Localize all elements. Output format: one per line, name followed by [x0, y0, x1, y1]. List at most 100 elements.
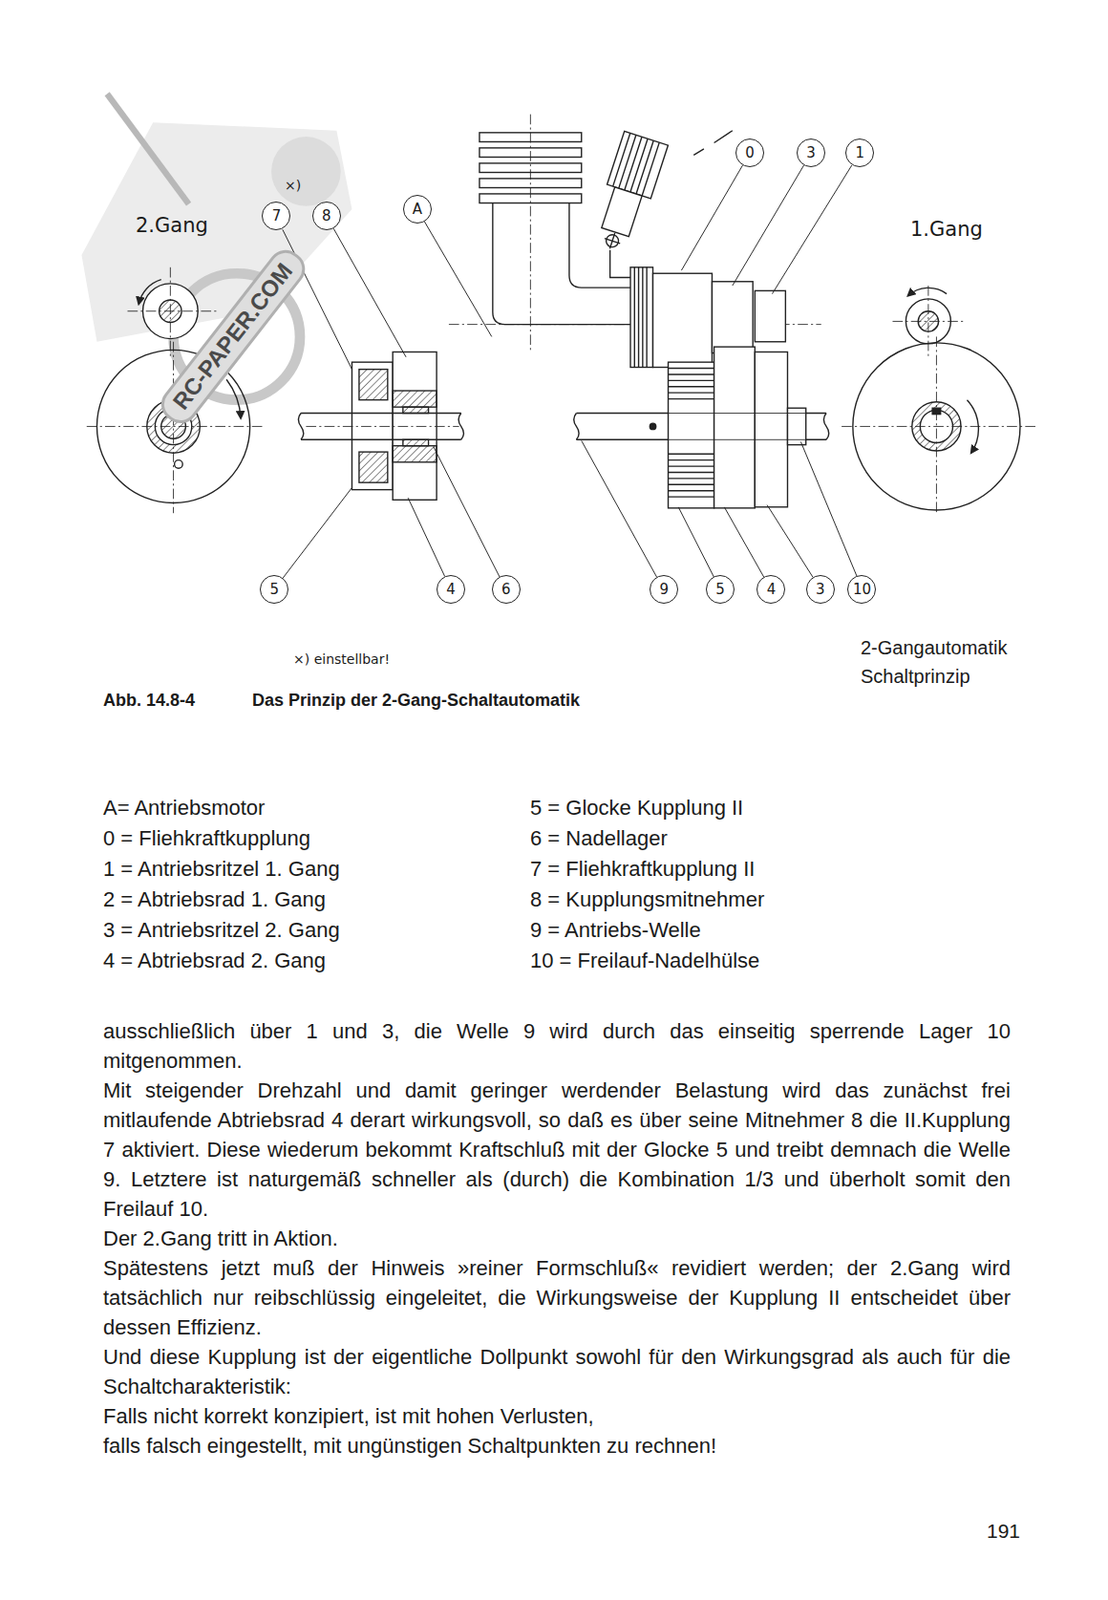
callout-circle: 6: [491, 575, 521, 604]
engine: [588, 130, 668, 256]
engine: [601, 230, 623, 252]
body-paragraph: Falls nicht korrekt konzipiert, ist mit …: [103, 1401, 1011, 1431]
clutch-two-section: [403, 439, 429, 446]
gear-view-1st: [908, 287, 948, 296]
callout-circle: 8: [312, 201, 341, 231]
leader-lines: [724, 507, 765, 578]
callout-number: 5: [270, 580, 280, 598]
gear-train: [653, 273, 713, 367]
clutch-two-section: [392, 351, 437, 500]
legend-entry: 10 = Freilauf-Nadelhülse: [530, 948, 760, 974]
gear-train: [787, 407, 806, 445]
gear-view-1st: [927, 285, 929, 358]
engine: [693, 130, 733, 156]
gear-drawing: [86, 114, 1036, 579]
gear-train: [574, 267, 830, 509]
callout-circle: 5: [259, 575, 289, 604]
legend-entry: 7 = Fliehkraftkupplung II: [530, 856, 755, 882]
gear-train: [711, 281, 753, 354]
leader-lines: [800, 441, 857, 576]
watermark-photo: [271, 136, 341, 207]
leader-lines: [678, 507, 714, 578]
body-paragraph: Und diese Kupplung ist der eigentliche D…: [103, 1342, 1011, 1402]
legend-entry: 1 = Antriebsritzel 1. Gang: [103, 856, 341, 882]
leader-lines: [282, 165, 857, 579]
callout-number: 0: [745, 144, 755, 162]
leader-lines: [581, 440, 658, 577]
engine: [601, 187, 642, 237]
footnote: ×) einstellbar!: [293, 651, 390, 668]
gear-view-1st: [841, 285, 1036, 515]
gear-train: [649, 423, 656, 429]
figure-number: Abb. 14.8-4: [103, 690, 195, 712]
clutch-two-section: [359, 451, 388, 483]
legend-entry: 4 = Abtriebsrad 2. Gang: [103, 948, 326, 974]
callout-circle: 0: [735, 138, 765, 168]
gear-view-1st: [841, 426, 1036, 427]
gear-train: [668, 413, 807, 441]
callout-circle: 4: [436, 575, 466, 604]
watermark-photo: [81, 122, 352, 342]
body-paragraph: ausschließlich über 1 und 3, die Welle 9…: [103, 1016, 1011, 1076]
clutch-two-section: [392, 446, 437, 463]
legend-entry: 2 = Abtriebsrad 1. Gang: [103, 887, 326, 913]
gear-view-1st: [936, 336, 938, 515]
callout-circle: 1: [845, 138, 874, 168]
callout-number: 3: [815, 580, 826, 598]
callout-circle: 3: [806, 575, 835, 604]
callout-circle: A: [403, 194, 432, 224]
body-text: ausschließlich über 1 und 3, die Welle 9…: [103, 1016, 1011, 1461]
page-number: 191: [986, 1518, 1021, 1543]
callout-number: 8: [321, 207, 332, 225]
leader-lines: [282, 488, 353, 579]
figure-caption: Das Prinzip der 2-Gang-Schaltautomatik: [252, 690, 580, 712]
body-paragraph: falls falsch eingestellt, mit ungünstige…: [103, 1430, 1011, 1461]
callout-circle: 4: [756, 575, 786, 604]
engine: [530, 114, 532, 353]
leader-lines: [732, 165, 805, 286]
gear-train: [754, 351, 788, 507]
engine: [610, 250, 631, 278]
callout-number: 7: [272, 207, 282, 225]
callout-circle: 10: [847, 575, 876, 604]
gear-view-2nd: [86, 426, 264, 427]
gear-view-2nd: [170, 267, 171, 358]
clutch-two-section: [403, 406, 429, 413]
gear-view-1st: [892, 320, 964, 322]
leader-lines: [333, 228, 406, 358]
watermark-photo: [106, 93, 189, 204]
callout-circle: 5: [705, 575, 735, 604]
clutch-two-section: [392, 390, 437, 407]
gear-view-2nd: [127, 310, 220, 312]
leader-lines: [767, 505, 813, 578]
gear-train: [714, 346, 756, 509]
callout-number: 4: [767, 580, 777, 598]
callout-number: 10: [852, 580, 872, 598]
callout-circle: 9: [649, 575, 679, 604]
clutch-two-section: [359, 369, 388, 401]
gear-label: 2.Gang: [135, 213, 209, 238]
legend-entry: 5 = Glocke Kupplung II: [530, 795, 744, 821]
gear-view-2nd: [226, 379, 241, 419]
gear-view-2nd: [174, 460, 184, 469]
leader-lines: [424, 221, 491, 338]
gear-train: [754, 290, 786, 341]
leader-lines: [407, 497, 445, 576]
callout-number: 3: [806, 144, 816, 162]
body-paragraph: Mit steigender Drehzahl und damit gering…: [103, 1075, 1011, 1224]
callout-number: 4: [446, 580, 456, 598]
gear-view-2nd: [138, 279, 161, 305]
clutch-two-section: [298, 351, 464, 500]
gear-train: [668, 362, 715, 509]
callout-number: 6: [501, 580, 512, 598]
leader-lines: [433, 447, 500, 578]
body-paragraph: Spätestens jetzt muß der Hinweis »reiner…: [103, 1253, 1011, 1343]
footnote-mark: ×): [284, 177, 301, 194]
body-paragraph: Der 2.Gang tritt in Aktion.: [103, 1223, 1011, 1254]
leader-lines: [681, 165, 743, 271]
gear-train: [634, 267, 647, 368]
callout-number: 9: [659, 580, 669, 598]
engine: [613, 132, 661, 196]
legend-entry: 6 = Nadellager: [530, 826, 668, 852]
legend-entry: A= Antriebsmotor: [103, 795, 265, 821]
